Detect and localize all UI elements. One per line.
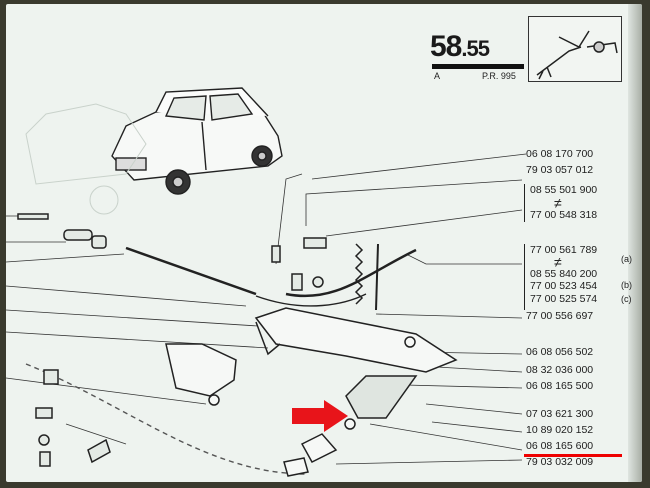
small-parts (17, 213, 379, 467)
bleed-through-car (25, 103, 147, 215)
page-reference: P.R. 995 (482, 71, 516, 81)
part-number: 79 03 057 012 (526, 164, 594, 176)
location-thumbnail (528, 16, 622, 82)
red-highlight-arrow (292, 400, 348, 432)
page-number-major: 58 (430, 30, 462, 63)
part-number: 77 00 561 789 (530, 244, 598, 256)
part-number: 77 00 525 574 (530, 293, 598, 305)
handbrake-cables (125, 246, 417, 307)
part-number: 06 08 170 700 (526, 148, 594, 160)
part-number: 07 03 621 300 (526, 408, 594, 420)
header-rule (432, 64, 524, 69)
page-number-minor: .55 (461, 36, 490, 61)
part-number: 06 08 165 500 (526, 380, 594, 392)
equivalence-bracket (524, 184, 525, 222)
leader-lines (6, 153, 527, 465)
highlighted-part-number: 06 08 165 600 (526, 440, 594, 452)
red-underline (524, 454, 622, 457)
part-note: (b) (621, 280, 632, 290)
page-number: 58.55 (430, 30, 490, 64)
part-note: (a) (621, 254, 632, 264)
catalog-page: 58.55 A P.R. 995 06 08 170 700 79 03 057… (6, 4, 642, 482)
part-note: (c) (621, 294, 632, 304)
part-number: 10 89 020 152 (526, 424, 594, 436)
part-number: 08 55 501 900 (530, 184, 598, 196)
part-number: 08 55 840 200 (530, 268, 598, 280)
part-number: 79 03 032 009 (526, 456, 594, 468)
car-illustration (111, 87, 283, 195)
part-number: 77 00 523 454 (530, 280, 598, 292)
exploded-parts-drawing (6, 87, 527, 477)
dashed-cable (25, 363, 307, 475)
part-number: 77 00 548 318 (530, 209, 598, 221)
page-binding-shadow (628, 4, 642, 482)
part-number: 08 32 036 000 (526, 364, 594, 376)
equivalence-bracket (524, 244, 525, 310)
version-letter: A (434, 71, 441, 81)
not-equal-symbol: ≠ (554, 254, 562, 270)
part-number: 06 08 056 502 (526, 346, 594, 358)
thumbnail-drawing (536, 30, 618, 80)
part-number: 77 00 556 697 (526, 310, 594, 322)
lever-assembly (165, 307, 458, 477)
not-equal-symbol: ≠ (554, 195, 562, 211)
